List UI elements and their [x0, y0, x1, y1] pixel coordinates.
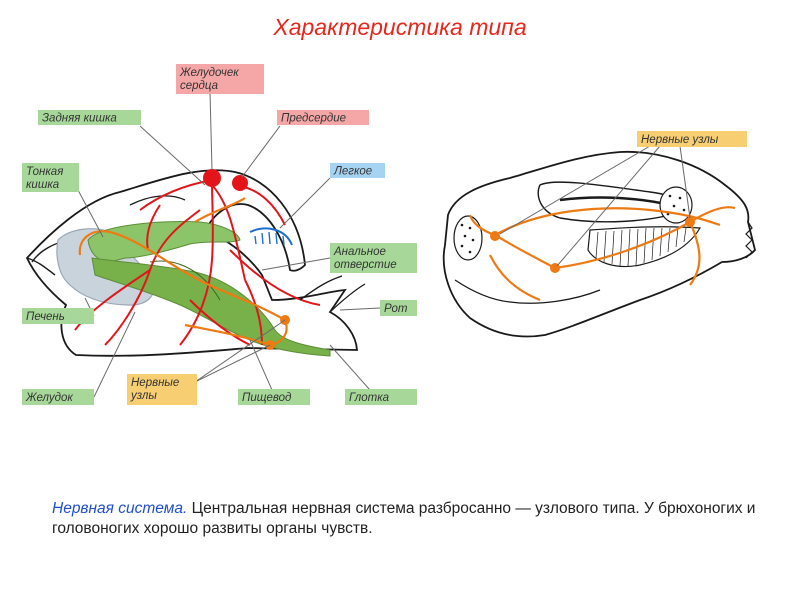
label-hindgut: Задняя кишка [38, 110, 141, 125]
anterior-adductor [454, 216, 482, 260]
bivalve-diagram: Нервные узлы [444, 131, 755, 336]
cerebral-ganglion [490, 231, 500, 241]
svg-text:Печень: Печень [26, 311, 65, 323]
heart-ventricle [203, 169, 221, 187]
label-pharynx: Глотка [345, 389, 417, 405]
label-nerve-ganglia-right: Нервные узлы [637, 131, 747, 147]
svg-text:Пищевод: Пищевод [242, 392, 291, 404]
posterior-adductor [660, 187, 692, 223]
label-small-intestine: Тонкая кишка [22, 163, 79, 192]
svg-text:Рот: Рот [384, 303, 408, 315]
label-liver: Печень [22, 308, 94, 324]
label-lung: Легкое [330, 163, 385, 178]
svg-text:Предсердие: Предсердие [281, 113, 346, 125]
svg-text:Легкое: Легкое [333, 166, 372, 178]
svg-text:сердца: сердца [180, 80, 218, 92]
label-esophagus: Пищевод [238, 389, 310, 405]
label-nerve-ganglia-left: Нервные узлы [127, 374, 197, 405]
gastropod-diagram: Желудочек сердца Задняя кишка Предсердие… [22, 64, 417, 405]
label-atrium: Предсердие [277, 110, 369, 125]
svg-text:Нервные узлы: Нервные узлы [641, 134, 719, 146]
svg-text:Нервные: Нервные [131, 377, 179, 389]
heart-atrium [232, 175, 248, 191]
label-anus: Анальное отверстие [330, 243, 417, 273]
svg-text:Тонкая: Тонкая [26, 166, 63, 178]
svg-text:отверстие: отверстие [334, 259, 397, 271]
svg-text:Желудочек: Желудочек [179, 67, 239, 79]
svg-text:кишка: кишка [26, 179, 59, 191]
label-heart-ventricle: Желудочек сердца [176, 64, 264, 94]
svg-text:Анальное: Анальное [333, 246, 386, 258]
caption-lead: Нервная система. [52, 500, 187, 517]
svg-text:узлы: узлы [130, 390, 157, 402]
label-mouth: Рот [380, 300, 417, 316]
svg-text:Желудок: Желудок [25, 392, 73, 404]
label-stomach: Желудок [22, 389, 94, 405]
svg-text:Глотка: Глотка [349, 392, 389, 404]
visceral-ganglion [685, 217, 695, 227]
svg-text:Задняя кишка: Задняя кишка [42, 113, 117, 125]
caption: Нервная система. Центральная нервная сис… [52, 499, 772, 539]
